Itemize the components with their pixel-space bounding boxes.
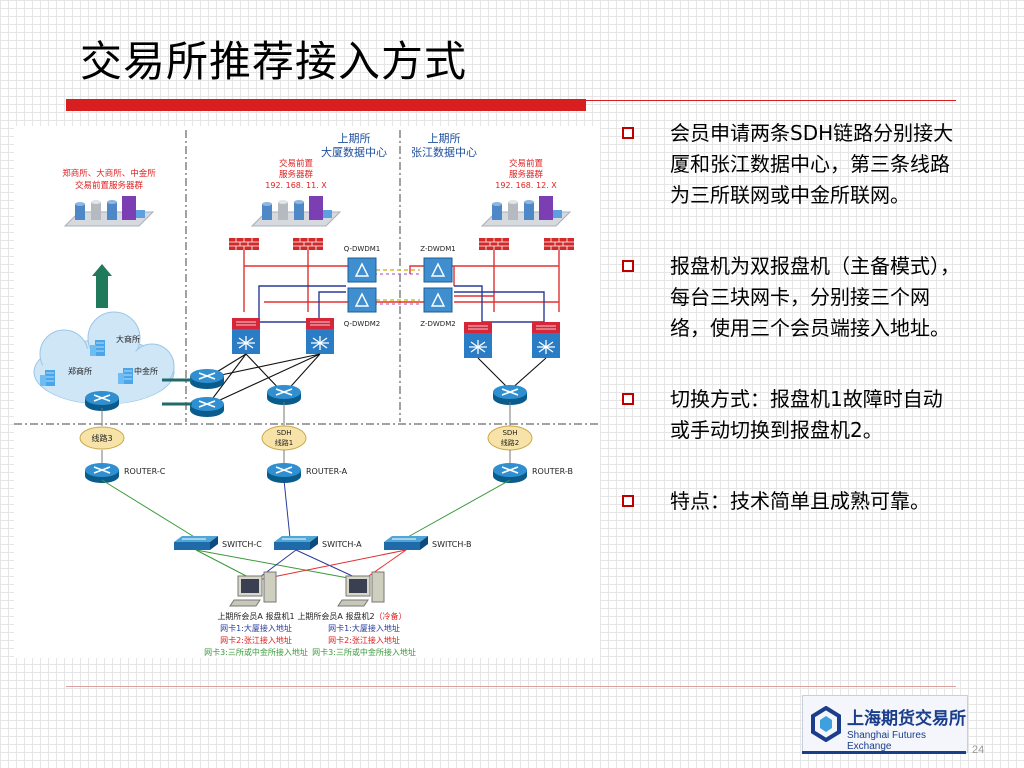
network-diagram: 上期所 大厦数据中心 上期所 张江数据中心 郑商所、大商所、中金所 交易前置服务… [14,126,600,658]
switch-a-label: SWITCH-A [322,540,362,549]
dc-left-title-2: 大厦数据中心 [321,145,387,159]
trading-terminal-1-icon [229,571,277,607]
dwdm-z1-icon [423,257,453,283]
pc1-nic2: 网卡2:张江接入地址 [220,635,292,645]
dwdm-z2-icon [423,287,453,313]
cloud-label-zhengzhou: 郑商所 [68,366,92,376]
title-underline-bar [66,99,586,111]
sdh2-label-a: SDH [502,429,517,437]
server-group-icon [64,195,154,227]
pc1-nic1: 网卡1:大厦接入地址 [220,623,292,633]
bullet-item: 会员申请两条SDH链路分别接大厦和张江数据中心，第三条线路为三所联网或中金所联网… [620,118,960,211]
router-c-label: ROUTER-C [124,467,166,476]
front-servers-b-ip: 192. 168. 12. X [495,181,557,190]
core-switch-icon [531,321,561,359]
pc1-title: 上期所会员A 报盘机1 [217,611,294,621]
square-bullet-icon [622,127,634,139]
switch-c-label: SWITCH-C [222,540,262,549]
other-exchanges-label-2: 交易前置服务器群 [75,180,144,191]
pc2-nic3: 网卡3:三所或中金所接入地址 [312,647,416,657]
dwdm-q2-label: Q-DWDM2 [344,320,380,328]
square-bullet-icon [622,393,634,405]
sdh1-label-b: 线路1 [275,438,293,447]
dwdm-q1-label: Q-DWDM1 [344,245,380,253]
logo-chinese-name: 上海期货交易所 [847,709,966,729]
logo-english-name: Shanghai Futures Exchange [847,730,926,752]
exchange-cloud [33,311,175,405]
logo-underline [802,751,966,754]
front-servers-b-label-2: 服务器群 [509,169,544,180]
pc1-nic3: 网卡3:三所或中金所接入地址 [204,647,308,657]
arrow-up-icon [92,264,112,308]
router-icon [189,368,225,390]
core-switch-icon [463,321,493,359]
server-group-icon [481,195,571,227]
bullet-item: 特点：技术简单且成熟可靠。 [620,486,960,517]
bullet-text: 会员申请两条SDH链路分别接大厦和张江数据中心，第三条线路为三所联网或中金所联网… [670,121,954,207]
dwdm-z2-label: Z-DWDM2 [420,320,455,328]
dc-right-title-2: 张江数据中心 [411,145,477,159]
pc2-standby-label: （冷备） [375,611,407,621]
bullet-item: 切换方式：报盘机1故障时自动或手动切换到报盘机2。 [620,384,960,446]
front-servers-b-label-1: 交易前置 [509,158,544,169]
firewall-icon [292,237,324,251]
router-icon [189,396,225,418]
footer-divider [66,686,956,687]
bullet-list: 会员申请两条SDH链路分别接大厦和张江数据中心，第三条线路为三所联网或中金所联网… [620,118,960,557]
page-number: 24 [972,744,985,756]
bullet-text: 切换方式：报盘机1故障时自动或手动切换到报盘机2。 [670,387,943,442]
server-group-icon [251,195,341,227]
square-bullet-icon [622,260,634,272]
dwdm-q2-icon [347,287,377,313]
front-servers-a-ip: 192. 168. 11. X [265,181,327,190]
dwdm-q1-icon [347,257,377,283]
bullet-text: 报盘机为双报盘机（主备模式），每台三块网卡，分别接三个网络，使用三个会员端接入地… [670,254,960,340]
pc2-nic1: 网卡1:大厦接入地址 [328,623,400,633]
firewall-icon [228,237,260,251]
front-servers-a-label-1: 交易前置 [279,158,314,169]
router-b-label: ROUTER-B [532,467,573,476]
pc2-nic2: 网卡2:张江接入地址 [328,635,400,645]
other-exchanges-label-1: 郑商所、大商所、中金所 [62,168,156,179]
front-servers-a-label-2: 服务器群 [279,169,314,180]
bullet-text: 特点：技术简单且成熟可靠。 [670,489,930,513]
pc2-title: 上期所会员A 报盘机2（冷备） [297,611,406,621]
switch-b-label: SWITCH-B [432,540,471,549]
firewall-icon [478,237,510,251]
page-title: 交易所推荐接入方式 [80,37,468,86]
cloud-label-zhongjin: 中金所 [134,366,158,376]
exchange-logo: 上海期货交易所 Shanghai Futures Exchange [802,695,968,753]
sdh2-label-b: 线路2 [501,438,519,447]
core-switch-icon [231,317,261,355]
line3-cloud [79,426,125,450]
line3-label: 线路3 [91,433,112,443]
title-underline-line [586,100,956,101]
cloud-label-dalian: 大商所 [116,334,140,344]
bullet-item: 报盘机为双报盘机（主备模式），每台三块网卡，分别接三个网络，使用三个会员端接入地… [620,251,960,344]
square-bullet-icon [622,495,634,507]
exchange-logo-mark-icon [811,706,841,742]
dc-left-title-1: 上期所 [338,132,371,145]
dc-right-title-1: 上期所 [428,132,461,145]
firewall-icon [543,237,575,251]
router-a-label: ROUTER-A [306,467,348,476]
switch-c-icon [173,535,219,551]
switch-a-icon [273,535,319,551]
switch-b-icon [383,535,429,551]
dwdm-z1-label: Z-DWDM1 [420,245,455,253]
core-switch-icon [305,317,335,355]
sdh1-label-a: SDH [276,429,291,437]
